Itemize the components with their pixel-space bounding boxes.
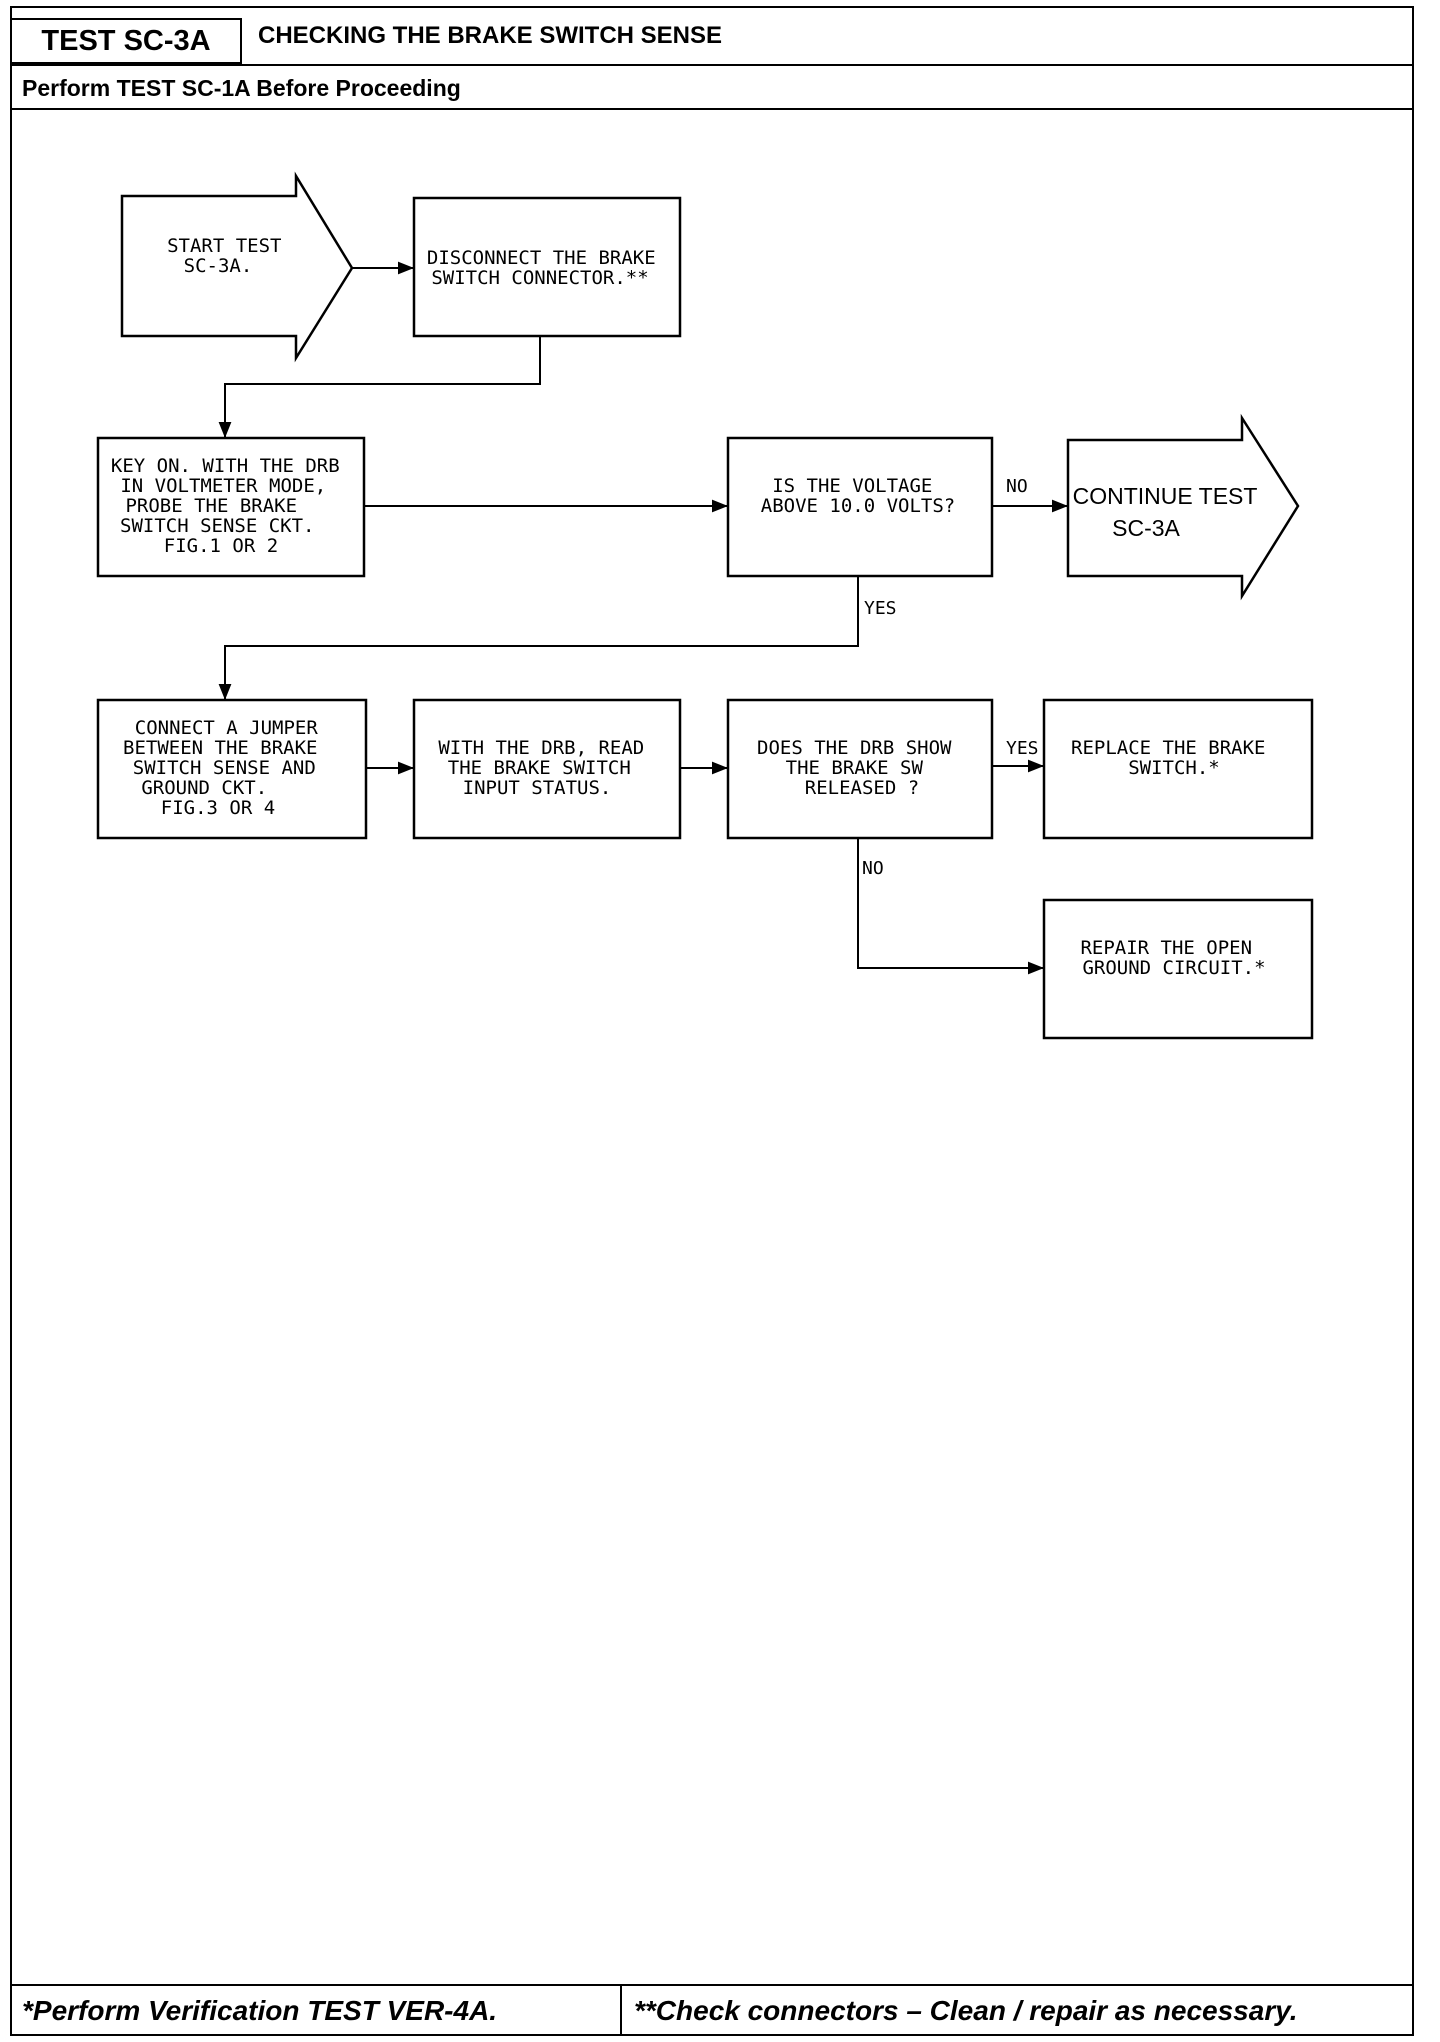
key-on-line-3: PROBE THE BRAKE <box>125 495 297 517</box>
arrow-voltage-jumper <box>218 576 859 700</box>
page-title: CHECKING THE BRAKE SWITCH SENSE <box>258 22 723 49</box>
key-on-line-1: KEY ON. WITH THE DRB <box>111 455 340 477</box>
read-line-1: WITH THE DRB, READ <box>438 737 644 759</box>
jumper-line-5: FIG.3 OR 4 <box>161 797 275 819</box>
label-no-released: NO <box>862 858 884 879</box>
footer-column-divider <box>620 1984 622 2036</box>
jumper-text: CONNECT A JUMPER BETWEEN THE BRAKE SWITC… <box>123 717 329 819</box>
arrow-released-repair <box>857 838 1044 975</box>
footer-verification-note: *Perform Verification TEST VER-4A. <box>22 1995 498 2026</box>
start-text: START TEST SC-3A. <box>167 235 293 277</box>
voltage-line-2: ABOVE 10.0 VOLTS? <box>761 495 955 517</box>
jumper-line-4: GROUND CKT. <box>141 777 267 799</box>
adjacent-page-edge <box>1418 0 1440 2042</box>
continue-text: CONTINUE TEST SC-3A <box>1073 483 1264 541</box>
key-on-text: KEY ON. WITH THE DRB IN VOLTMETER MODE, … <box>111 455 351 557</box>
repair-text: REPAIR THE OPEN GROUND CIRCUIT.* <box>1080 937 1265 979</box>
label-yes-voltage: YES <box>864 598 897 619</box>
replace-text: REPLACE THE BRAKE SWITCH.* <box>1071 737 1277 779</box>
page-frame <box>10 6 1414 2036</box>
continue-line-1: CONTINUE TEST <box>1073 483 1258 509</box>
disconnect-line-2: SWITCH CONNECTOR.** <box>431 267 648 289</box>
replace-line-2: SWITCH.* <box>1128 757 1220 779</box>
key-on-line-4: SWITCH SENSE CKT. <box>120 515 314 537</box>
test-id-box: TEST SC-3A <box>10 18 242 64</box>
start-line-2: SC-3A. <box>184 255 253 277</box>
start-line-1: START TEST <box>167 235 281 257</box>
replace-line-1: REPLACE THE BRAKE <box>1071 737 1265 759</box>
continue-shape <box>1066 413 1300 601</box>
read-status-text: WITH THE DRB, READ THE BRAKE SWITCH INPU… <box>438 737 655 799</box>
disconnect-text: DISCONNECT THE BRAKE SWITCH CONNECTOR.** <box>427 247 667 289</box>
repair-box <box>1042 898 1314 1040</box>
prerequisite-note: Perform TEST SC-1A Before Proceeding <box>22 74 461 101</box>
read-line-3: INPUT STATUS. <box>463 777 612 799</box>
released-question-box <box>726 698 994 840</box>
key-on-box <box>96 436 366 578</box>
released-line-3: RELEASED ? <box>805 777 919 799</box>
start-shape <box>120 171 354 363</box>
voltage-question-text: IS THE VOLTAGE ABOVE 10.0 VOLTS? <box>761 475 955 517</box>
disconnect-box <box>412 196 682 338</box>
read-status-box <box>412 698 682 840</box>
header-divider-bottom <box>10 108 1414 110</box>
continue-line-2: SC-3A <box>1112 515 1180 541</box>
test-id: TEST SC-3A <box>41 24 211 57</box>
header-divider <box>10 64 1414 66</box>
released-question-text: DOES THE DRB SHOW THE BRAKE SW RELEASED … <box>757 737 963 799</box>
replace-box <box>1042 698 1314 840</box>
voltage-line-1: IS THE VOLTAGE <box>772 475 932 497</box>
jumper-line-2: BETWEEN THE BRAKE <box>123 737 317 759</box>
arrow-disconnect-keyon <box>218 336 541 438</box>
released-line-1: DOES THE DRB SHOW <box>757 737 952 759</box>
key-on-line-2: IN VOLTMETER MODE, <box>120 475 326 497</box>
label-no-voltage: NO <box>1006 476 1028 497</box>
repair-line-2: GROUND CIRCUIT.* <box>1082 957 1265 979</box>
label-yes-released: YES <box>1006 738 1039 759</box>
repair-line-1: REPAIR THE OPEN <box>1080 937 1252 959</box>
read-line-2: THE BRAKE SWITCH <box>448 757 631 779</box>
jumper-line-3: SWITCH SENSE AND <box>133 757 316 779</box>
jumper-line-1: CONNECT A JUMPER <box>135 717 319 739</box>
footer-divider <box>10 1984 1414 1986</box>
jumper-box <box>96 698 368 840</box>
disconnect-line-1: DISCONNECT THE BRAKE <box>427 247 656 269</box>
footer-connector-note: **Check connectors – Clean / repair as n… <box>634 1995 1298 2026</box>
released-line-2: THE BRAKE SW <box>786 757 924 779</box>
key-on-line-5: FIG.1 OR 2 <box>164 535 278 557</box>
